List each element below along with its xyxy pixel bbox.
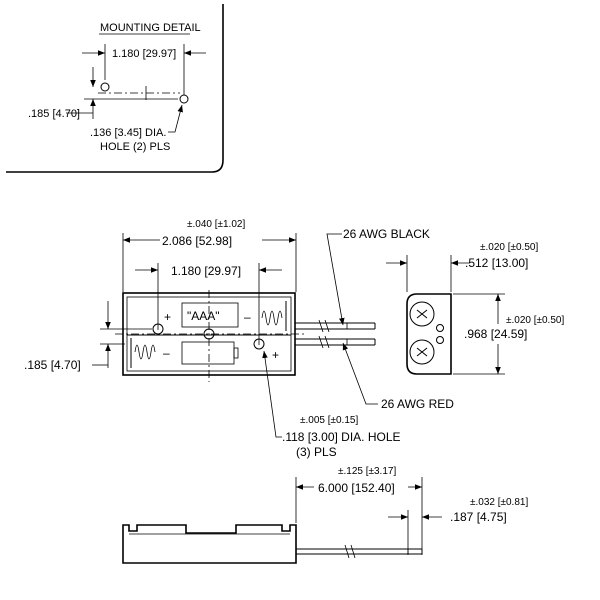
side-wire-break (344, 544, 356, 559)
width-tolerance: ±.020 [±0.50] (480, 242, 538, 253)
upper-minus-sign: – (244, 310, 251, 324)
length-label: 2.086 [52.98] (162, 234, 232, 248)
upper-spring-icon (261, 310, 283, 326)
mounting-detail-title: MOUNTING DETAIL (100, 22, 201, 34)
terminal-small-1 (436, 324, 444, 332)
body-hole-center (203, 328, 215, 340)
terminal-small-2 (436, 336, 444, 344)
red-wire-leader (342, 342, 378, 405)
panel-border (6, 4, 224, 173)
hole-callout-leader (262, 350, 282, 438)
wire-break-symbol (318, 319, 330, 349)
lower-plus-sign: + (272, 348, 279, 362)
end-height-label: .968 [24.59] (464, 327, 527, 341)
end-view-body (406, 293, 452, 375)
lead-tolerance: ±.125 [±3.17] (338, 466, 396, 477)
front-view: ±.040 [±1.02] 2.086 [52.98] 1.180 [29.97… (24, 219, 454, 459)
upper-plus-sign: + (164, 310, 171, 324)
mounting-detail-panel: MOUNTING DETAIL 1.180 [29.97] .185 [4.70… (6, 4, 224, 173)
mounting-hole-left (100, 82, 110, 92)
mounting-hole-right (179, 94, 189, 104)
strip-tolerance: ±.032 [±0.81] (470, 497, 528, 508)
end-width-label: .512 [13.00] (465, 256, 528, 270)
lower-minus-sign: – (163, 346, 170, 360)
screw-head-bottom (409, 339, 435, 365)
length-tolerance: ±.040 [±1.02] (187, 219, 245, 230)
body-hole-right (253, 338, 265, 350)
hole-callout-label-2: (3) PLS (296, 445, 337, 459)
body-hole-left (152, 323, 164, 335)
screw-slot-top (416, 309, 428, 319)
hole-leader (168, 104, 183, 133)
end-view: ±.020 [±0.50] .512 [13.00] ±.020 [±0.50]… (386, 242, 564, 375)
lower-spring-icon (134, 344, 156, 360)
mounting-hole-label-1: .136 [3.45] DIA. (90, 127, 166, 139)
strip-length-label: .187 [4.75] (450, 510, 507, 524)
side-view-body (122, 524, 297, 564)
black-wire-leader (326, 233, 345, 326)
side-view: ±.125 [±3.17] 6.000 [152.40] ±.032 [±0.8… (122, 466, 528, 564)
red-wire-label: 26 AWG RED (381, 397, 454, 411)
screw-head-top (409, 301, 435, 327)
lead-length-label: 6.000 [152.40] (318, 481, 395, 495)
screw-slot-bottom (416, 347, 428, 357)
upper-cell-label: "AAA" (187, 309, 220, 323)
lower-cell-cap (233, 347, 239, 359)
hole-spacing-label: 1.180 [29.97] (171, 264, 241, 278)
hole-tolerance: ±.005 [±0.15] (300, 415, 358, 426)
front-offset-label: .185 [4.70] (24, 358, 81, 372)
mounting-spacing-label: 1.180 [29.97] (112, 48, 176, 60)
mounting-offset-label: .185 [4.70] (28, 108, 80, 120)
black-wire-label: 26 AWG BLACK (343, 227, 430, 241)
height-tolerance: ±.020 [±0.50] (506, 315, 564, 326)
mounting-hole-label-2: HOLE (2) PLS (100, 141, 170, 153)
lower-cell-outline (181, 341, 235, 365)
upper-cell-outline (181, 302, 239, 328)
hole-callout-label-1: .118 [3.00] DIA. HOLE (282, 430, 401, 444)
